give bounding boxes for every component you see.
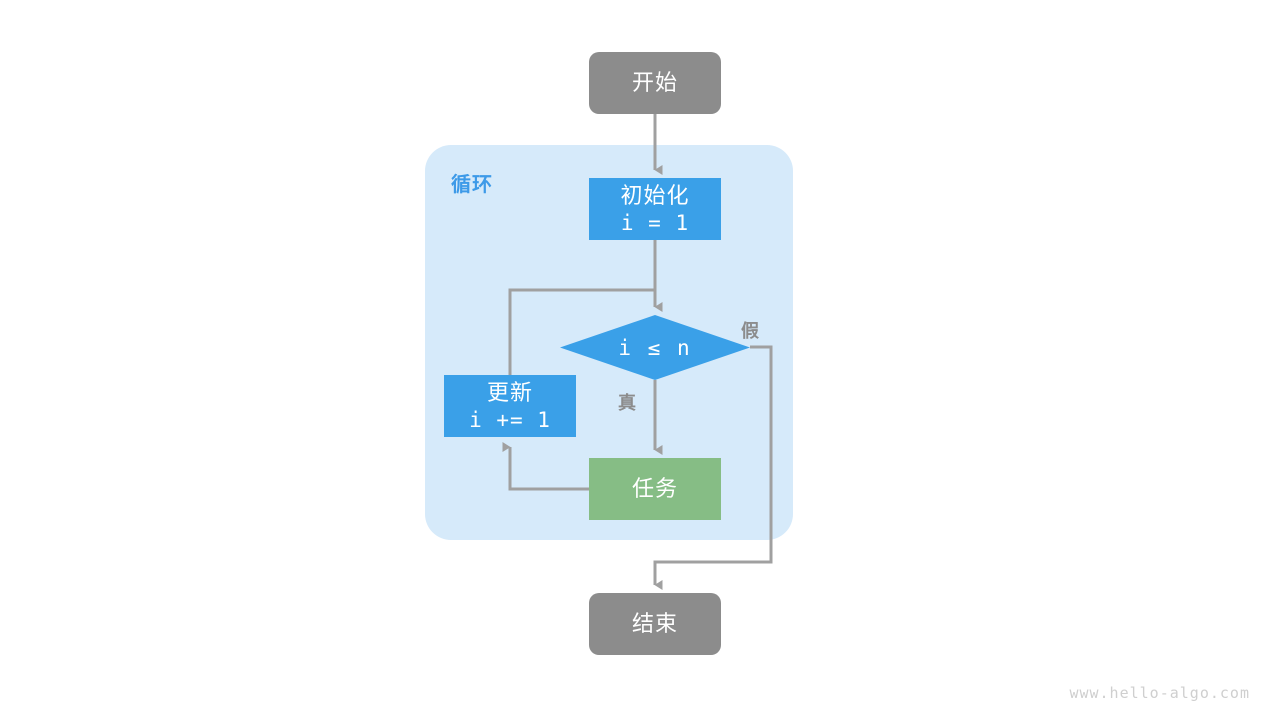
node-end[interactable]: 结束	[589, 593, 721, 655]
node-start-label: 开始	[631, 70, 678, 96]
loop-container-label: 循环	[451, 174, 493, 196]
edge-condition-false-to-end	[653, 345, 773, 590]
node-task[interactable]: 任务	[589, 458, 721, 520]
node-update-code: i += 1	[469, 407, 551, 432]
node-update[interactable]: 更新 i += 1	[444, 375, 576, 437]
watermark: www.hello-algo.com	[1069, 684, 1250, 702]
node-condition[interactable]: i ≤ n	[560, 315, 750, 380]
edge-label-false: 假	[741, 321, 760, 341]
edge-task-to-update	[502, 442, 589, 491]
node-init-code: i = 1	[620, 210, 690, 235]
node-init-label: 初始化	[620, 183, 690, 209]
node-update-label: 更新	[486, 380, 533, 406]
edge-label-true: 真	[618, 393, 637, 413]
node-start[interactable]: 开始	[589, 52, 721, 114]
node-init[interactable]: 初始化 i = 1	[589, 178, 721, 240]
node-end-label: 结束	[631, 611, 678, 637]
node-condition-code: i ≤ n	[618, 335, 692, 360]
node-task-label: 任务	[631, 476, 678, 502]
diamond-shape	[560, 315, 750, 380]
edge-update-to-condition	[508, 288, 655, 375]
